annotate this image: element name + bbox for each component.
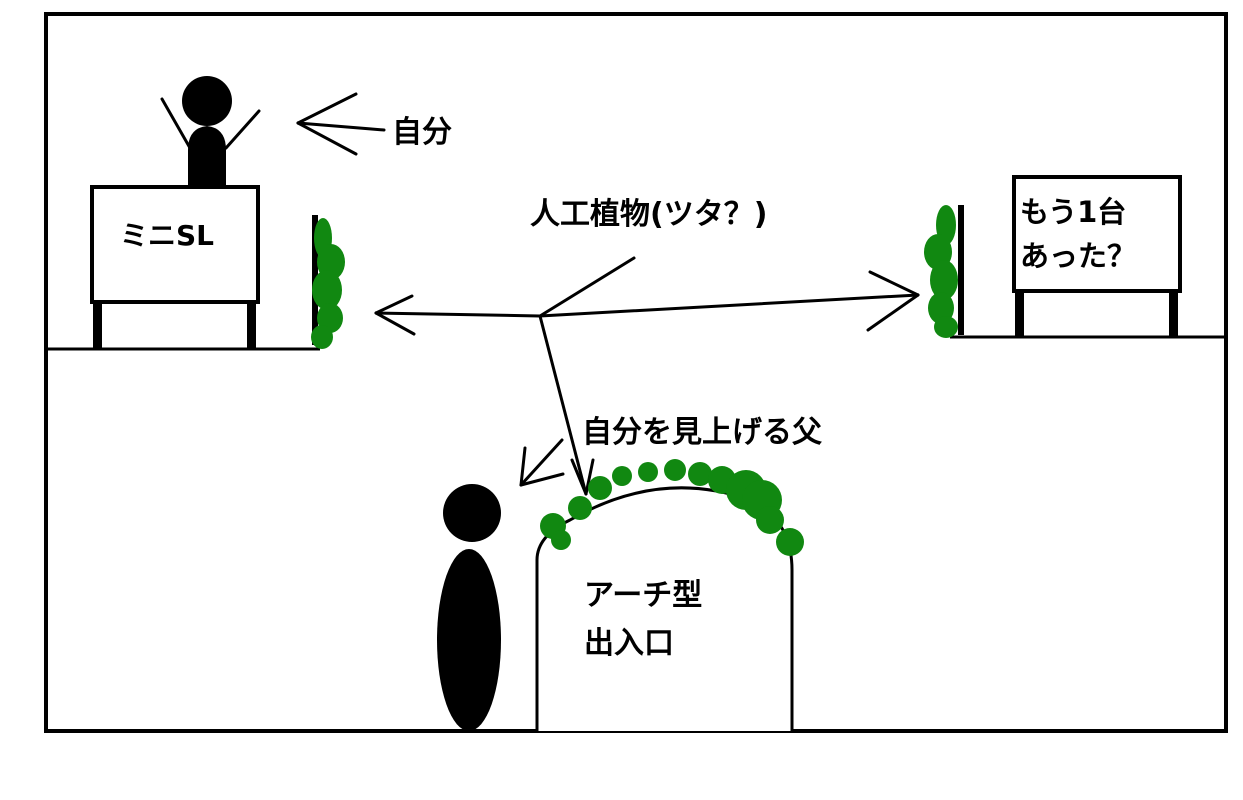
ivy-plant-right-icon [924, 205, 964, 338]
mini-sl-label: ミニSL [120, 219, 215, 252]
self-label: 自分 [392, 115, 452, 150]
mini-sl-stand [90, 185, 260, 350]
self-person-icon [160, 76, 261, 187]
arch-line2: 出入口 [584, 626, 674, 661]
another-one-line1: もう1台 [1020, 195, 1127, 229]
arch-line1: アーチ型 [584, 578, 703, 613]
arrow-to-self-icon [296, 92, 386, 156]
ivy-plant-left-icon [311, 215, 345, 349]
father-person-icon [437, 484, 501, 731]
another-stand [1012, 175, 1182, 337]
father-label: 自分を見上げる父 [582, 415, 822, 450]
arrow-to-father-icon [519, 438, 565, 487]
plant-arrows-icon [374, 256, 920, 496]
another-one-line2: あった？ [1020, 239, 1137, 273]
another-one-label: もう1台 あった？ [1020, 190, 1136, 278]
arch-doorway [535, 459, 804, 731]
arch-label: アーチ型 出入口 [584, 572, 702, 668]
artificial-plant-label: 人工植物(ツタ？) [530, 197, 768, 232]
